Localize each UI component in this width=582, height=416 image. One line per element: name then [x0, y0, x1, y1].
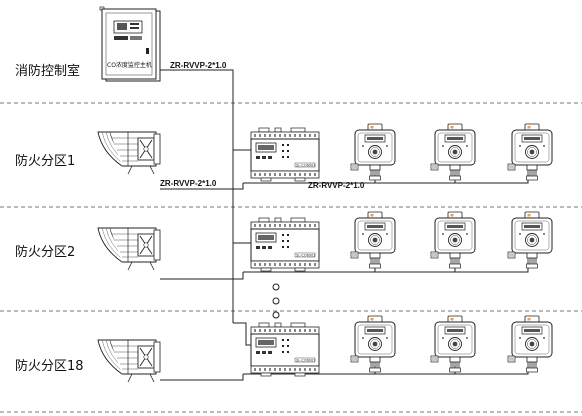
zone-label-18: 防火分区18 — [15, 358, 84, 374]
co-monitor-host: CO浓度监控主机 — [99, 6, 161, 82]
zone-dividers — [0, 102, 582, 413]
co-sensor-18b — [430, 315, 476, 373]
module-badge-1: SL-CO6003 — [296, 163, 315, 167]
fan-unit-18 — [97, 339, 161, 383]
module-badge-2: SL-CO6003 — [296, 253, 315, 257]
controller-module-18: SL-CO6003 — [250, 322, 320, 377]
fan-1-link — [160, 183, 244, 190]
co-sensor-18c — [507, 315, 553, 373]
trunk-wire — [155, 69, 234, 323]
co-sensor-18a — [350, 315, 396, 373]
co-sensor-1a — [350, 123, 396, 181]
co-sensor-2c — [507, 211, 553, 269]
controller-module-1: SL-CO6003 — [250, 127, 320, 182]
co-sensor-2a — [350, 211, 396, 269]
host-label: CO浓度监控主机 — [107, 61, 152, 69]
co-sensor-1b — [430, 123, 476, 181]
cable-label-fan: ZR-RVVP-2*1.0 — [160, 179, 217, 188]
co-sensor-2b — [430, 211, 476, 269]
zone-label-2: 防火分区2 — [15, 244, 75, 260]
ellipsis-dots — [272, 283, 280, 319]
cable-label-trunk: ZR-RVVP-2*1.0 — [170, 61, 227, 70]
zone-label-1: 防火分区1 — [15, 153, 75, 169]
module-18-feed — [233, 322, 252, 346]
cable-label-bus: ZR-RVVP-2*1.0 — [308, 181, 365, 190]
zone-label-control-room: 消防控制室 — [15, 63, 80, 79]
co-sensor-1c — [507, 123, 553, 181]
fan-18-link — [160, 374, 244, 381]
module-badge-18: SL-CO6003 — [296, 358, 315, 362]
fan-2-link — [160, 272, 244, 280]
fan-unit-2 — [97, 227, 161, 271]
controller-module-2: SL-CO6003 — [250, 217, 320, 272]
fan-unit-1 — [97, 131, 161, 175]
